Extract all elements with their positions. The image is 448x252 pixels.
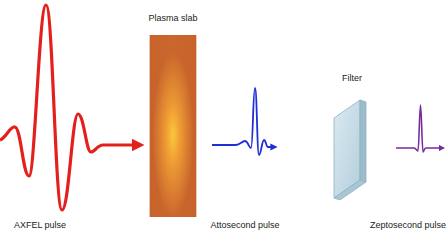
- part-label: Filter: [326, 74, 378, 84]
- part-label: Plasma slab: [138, 14, 208, 24]
- attosecond-waveform: [212, 88, 274, 155]
- slab-shape: [138, 35, 208, 217]
- axfel-waveform: [0, 5, 138, 210]
- pulse-label: Zeptosecond pulse: [370, 221, 446, 231]
- zeptosecond-waveform: [396, 105, 442, 152]
- pulse-label: Attosecond pulse: [210, 221, 279, 231]
- pulse-label: AXFEL pulse: [14, 221, 66, 231]
- filter-plate: Filter: [326, 74, 378, 200]
- filter-shape: [326, 98, 378, 200]
- plasma-slab: Plasma slab: [138, 14, 208, 217]
